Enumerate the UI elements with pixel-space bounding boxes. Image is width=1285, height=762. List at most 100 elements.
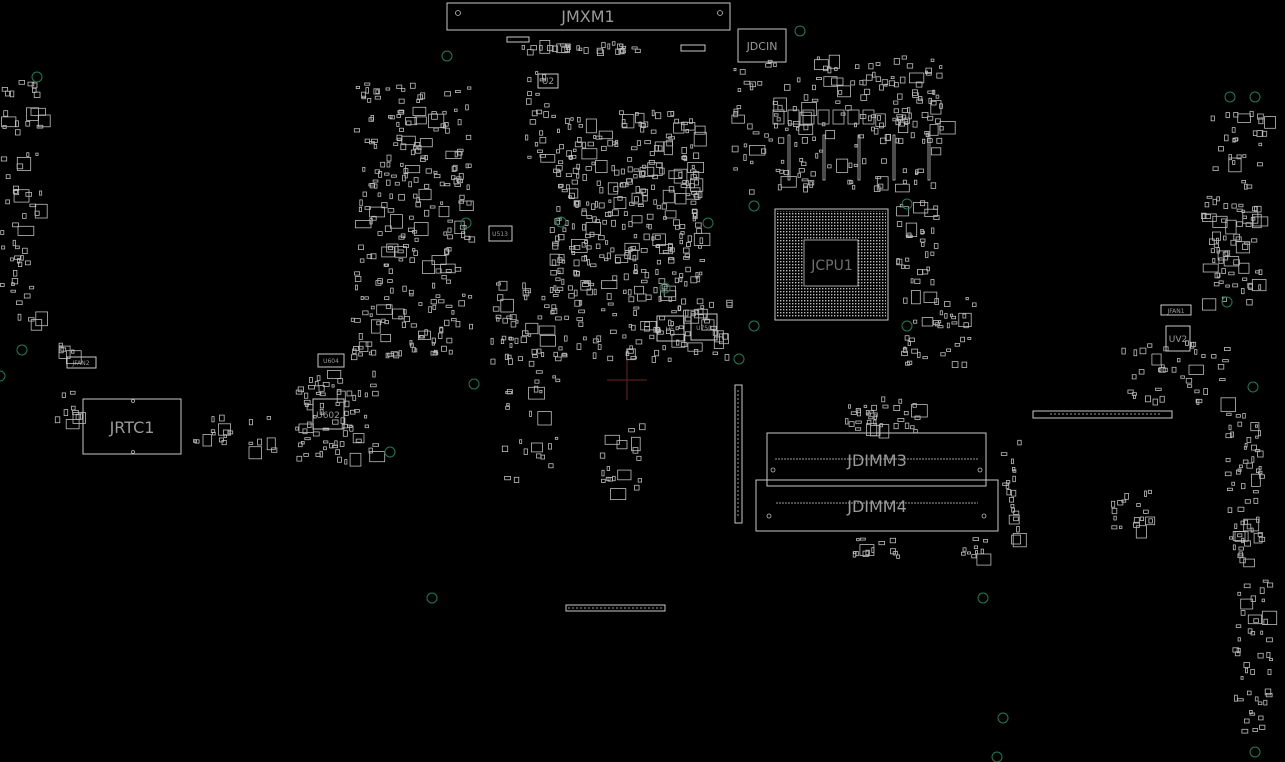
connector-strip-bottom[interactable] xyxy=(565,604,666,612)
cpu-socket-jcpu1[interactable]: JCPU1 xyxy=(774,208,889,321)
smd-component xyxy=(358,206,362,213)
smd-component xyxy=(668,242,673,250)
smd-component xyxy=(70,390,76,395)
smd-component xyxy=(337,378,344,384)
smd-component xyxy=(350,354,358,361)
smd-component xyxy=(757,81,763,86)
smd-component xyxy=(373,88,380,95)
smd-component xyxy=(440,201,444,205)
smd-component xyxy=(666,328,671,334)
smd-component xyxy=(673,219,680,226)
smd-component xyxy=(925,251,929,258)
smd-component xyxy=(1240,520,1245,526)
smd-component xyxy=(643,121,649,128)
connector-jfan1[interactable]: JFAN1 xyxy=(1160,304,1192,316)
smd-component xyxy=(601,308,606,312)
ic-u604[interactable]: U604 xyxy=(317,353,345,368)
smd-component xyxy=(1259,724,1266,730)
smd-component xyxy=(564,335,568,342)
smd-component xyxy=(1252,728,1258,733)
jrtc1-label: JRTC1 xyxy=(109,418,155,437)
smd-component xyxy=(314,381,319,387)
smd-component xyxy=(1124,492,1129,500)
smd-component xyxy=(685,128,690,134)
connector-jdimm4[interactable]: JDIMM4 xyxy=(755,479,999,532)
smd-component xyxy=(601,42,606,48)
mounting-hole xyxy=(901,198,913,210)
smd-component xyxy=(731,145,739,153)
smd-component xyxy=(438,205,450,218)
smd-component xyxy=(1249,110,1254,118)
smd-component xyxy=(508,336,513,341)
smd-component xyxy=(636,140,641,146)
smd-component xyxy=(318,385,325,392)
smd-component xyxy=(668,319,672,327)
smd-component xyxy=(1233,233,1241,241)
smd-component xyxy=(510,321,517,328)
smd-component xyxy=(1236,221,1243,227)
smd-component xyxy=(860,94,868,101)
smd-component xyxy=(606,252,611,260)
smd-component xyxy=(905,257,910,262)
connector-jmxm1[interactable]: JMXM1 xyxy=(446,2,731,31)
smd-component xyxy=(1121,499,1127,503)
smd-component xyxy=(564,315,569,321)
smd-component xyxy=(901,350,908,356)
smd-component xyxy=(880,137,887,145)
smd-component xyxy=(679,273,684,279)
smd-component xyxy=(656,243,660,248)
smd-component xyxy=(750,160,754,165)
smd-component xyxy=(971,554,977,559)
smd-component xyxy=(834,67,838,71)
smd-component xyxy=(1232,283,1239,288)
connector-jrtc1[interactable]: JRTC1 xyxy=(82,398,182,455)
mounting-hole xyxy=(997,712,1009,724)
smd-component xyxy=(1250,595,1256,602)
smd-component xyxy=(733,68,737,72)
connector-jdimm3[interactable]: JDIMM3 xyxy=(766,432,987,487)
smd-component xyxy=(376,320,382,326)
smd-component xyxy=(398,194,405,201)
smd-component xyxy=(917,268,924,276)
connector-strip-vertical[interactable] xyxy=(734,384,743,524)
ic-uv2[interactable]: UV2 xyxy=(1165,325,1191,352)
smd-component xyxy=(611,219,616,227)
smd-component xyxy=(1,245,6,250)
smd-component xyxy=(1155,387,1162,391)
connector-strip-right[interactable] xyxy=(1032,410,1173,419)
smd-component xyxy=(749,145,766,156)
smd-component xyxy=(5,90,10,97)
smd-component xyxy=(893,82,899,88)
smd-component xyxy=(917,351,921,358)
smd-component xyxy=(893,108,899,114)
smd-component xyxy=(930,182,937,189)
smd-component xyxy=(647,162,663,176)
smd-component xyxy=(1253,490,1259,494)
smd-component xyxy=(689,118,693,124)
jdcin-label: JDCIN xyxy=(746,40,778,53)
smd-component xyxy=(410,323,417,328)
ic-u513[interactable]: U513 xyxy=(488,225,513,242)
connector-strip-top[interactable] xyxy=(506,36,706,52)
smd-component xyxy=(424,329,428,336)
smd-component xyxy=(402,174,406,182)
smd-component xyxy=(655,269,659,275)
component-clusters[interactable] xyxy=(0,40,1278,734)
smd-component xyxy=(1011,534,1021,545)
smd-component xyxy=(774,122,778,129)
smd-component xyxy=(1251,456,1255,463)
smd-component xyxy=(933,205,939,210)
smd-component xyxy=(565,173,572,177)
ic-u2[interactable]: U2 xyxy=(537,73,559,89)
smd-component xyxy=(656,204,661,210)
smd-component xyxy=(501,335,507,341)
smd-component xyxy=(557,128,560,134)
smd-component xyxy=(331,384,335,388)
smd-component xyxy=(709,301,714,308)
smd-component xyxy=(394,181,400,186)
smd-component xyxy=(376,304,393,315)
smd-component xyxy=(581,208,587,212)
smd-component xyxy=(551,259,557,266)
connector-jdcin[interactable]: JDCIN xyxy=(737,28,787,63)
